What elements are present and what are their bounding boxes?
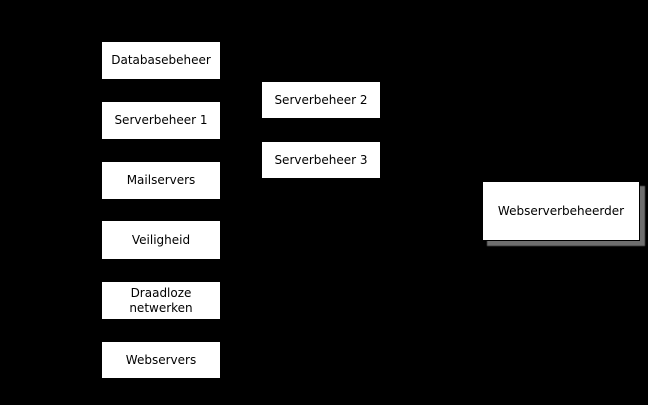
node-mailservers[interactable]: Mailservers <box>101 161 221 200</box>
node-serverbeheer-2[interactable]: Serverbeheer 2 <box>261 81 381 119</box>
node-webserverbeheerder[interactable]: Webserverbeheerder <box>482 181 640 241</box>
node-serverbeheer-2-label: Serverbeheer 2 <box>274 92 368 107</box>
node-draadloze-netwerken-label: Draadloze netwerken <box>129 285 193 315</box>
node-serverbeheer-3[interactable]: Serverbeheer 3 <box>261 141 381 179</box>
node-serverbeheer-3-label: Serverbeheer 3 <box>274 152 368 167</box>
node-mailservers-label: Mailservers <box>126 173 196 187</box>
node-databasebeheer[interactable]: Databasebeheer <box>101 41 221 80</box>
node-webserverbeheerder-label: Webserverbeheerder <box>497 203 625 218</box>
node-databasebeheer-label: Databasebeheer <box>111 53 211 67</box>
node-serverbeheer-1-label: Serverbeheer 1 <box>114 113 208 127</box>
node-webservers[interactable]: Webservers <box>101 341 221 379</box>
node-veiligheid[interactable]: Veiligheid <box>101 220 221 260</box>
node-webservers-label: Webservers <box>125 352 197 367</box>
node-draadloze-netwerken[interactable]: Draadloze netwerken <box>101 281 221 320</box>
node-serverbeheer-1[interactable]: Serverbeheer 1 <box>101 101 221 140</box>
node-veiligheid-label: Veiligheid <box>131 232 191 247</box>
